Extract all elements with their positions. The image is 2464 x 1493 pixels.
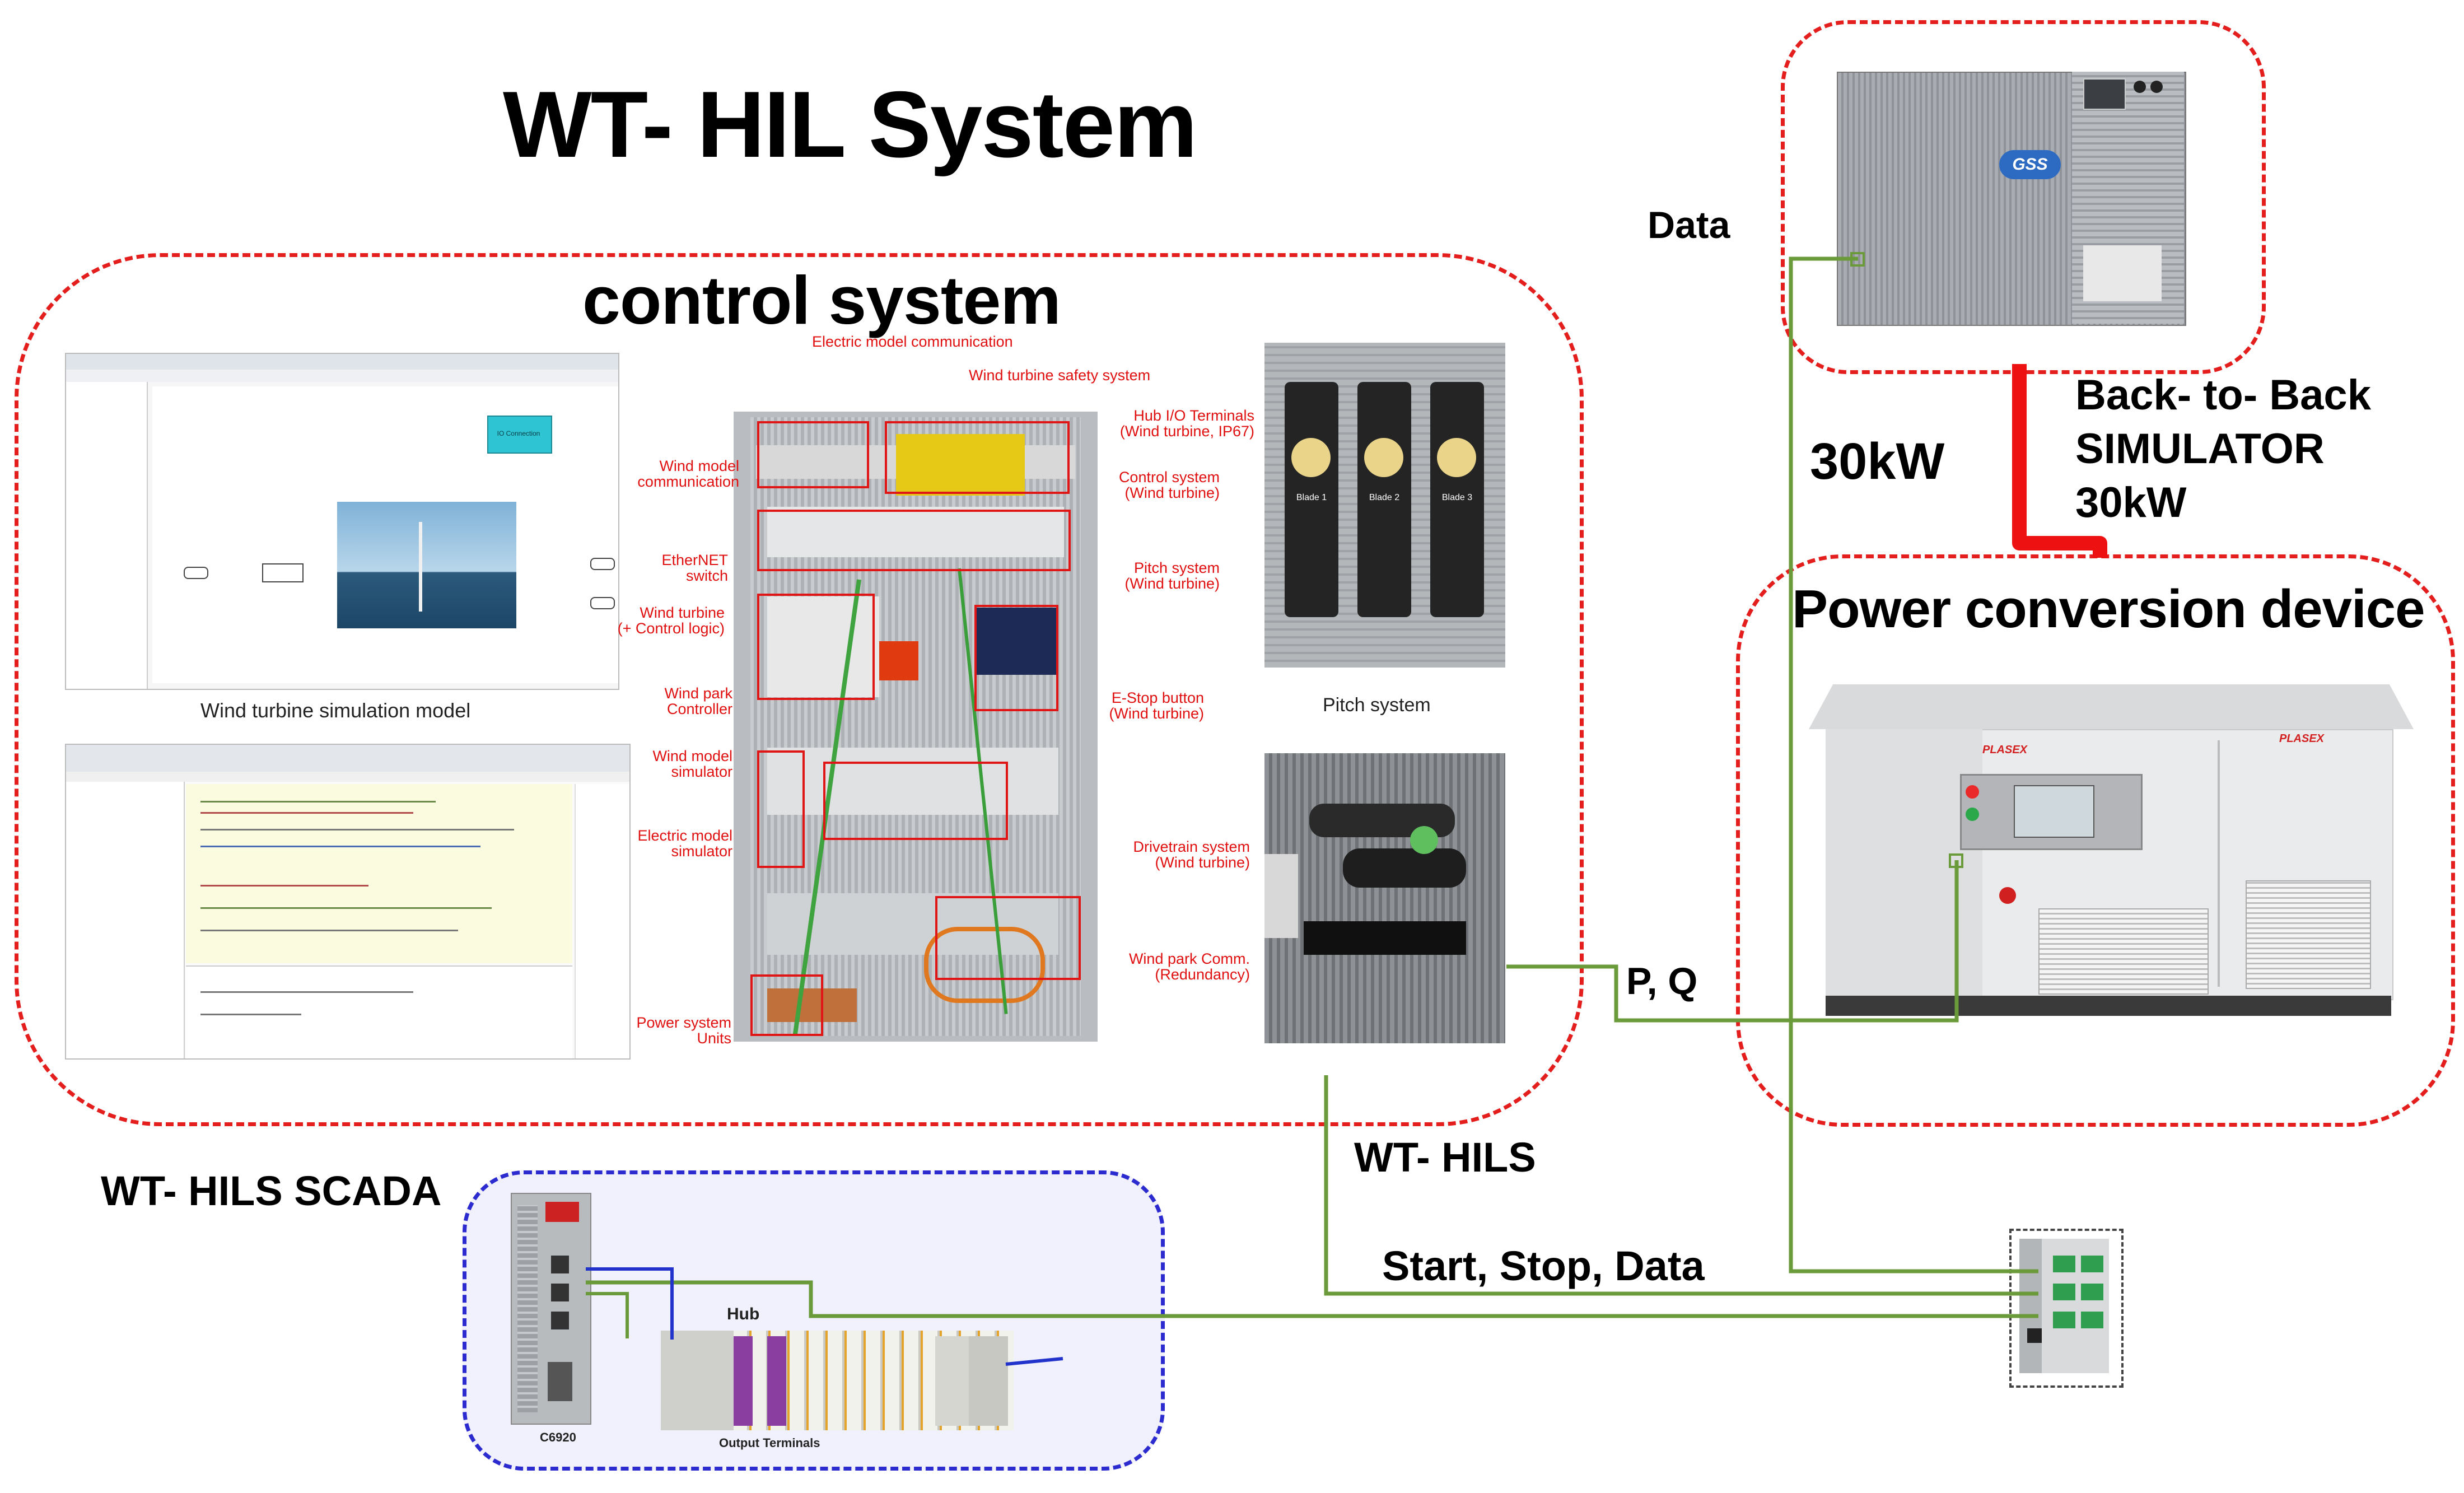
cabinet-highlight-6 <box>757 750 805 868</box>
simulator-data-line <box>1789 256 2038 1273</box>
cabinet-highlight-2 <box>885 421 1070 494</box>
label-electric-model-simulator: Electric model simulator <box>637 827 732 860</box>
plasex-brand-1: PLASEX <box>1982 744 2028 756</box>
label-control-system-wt: Control system (Wind turbine) <box>1118 469 1220 502</box>
wt-hils-line <box>1324 1075 2038 1296</box>
cabinet-highlight-4 <box>757 594 875 700</box>
blade-1-label: Blade 1 <box>1296 493 1327 502</box>
control-system-title: control system <box>582 262 1061 338</box>
data-label: Data <box>1648 204 1730 246</box>
scada-data-line <box>586 1280 2038 1318</box>
back-to-back-label-1: Back- to- Back <box>2075 371 2371 419</box>
network-switch-boundary <box>2009 1229 2124 1388</box>
control-cabinet-photo <box>734 412 1098 1042</box>
pq-line <box>1506 860 1959 1023</box>
power-30kw-label: 30kW <box>1810 433 1945 490</box>
blade-3-label: Blade 3 <box>1441 493 1473 502</box>
output-terminals-caption: Output Terminals <box>719 1436 820 1450</box>
scada-title: WT- HILS SCADA <box>101 1168 442 1214</box>
label-wind-park-controller: Wind park Controller <box>664 685 732 718</box>
cabinet-highlight-7 <box>823 762 1008 840</box>
scada-data-line-2 <box>586 1292 629 1338</box>
label-drivetrain-system: Drivetrain system (Wind turbine) <box>1133 838 1250 871</box>
label-wind-park-comm: Wind park Comm. (Redundancy) <box>1128 950 1250 983</box>
network-switch-device <box>2019 1239 2109 1373</box>
label-e-stop-button: E-Stop button (Wind turbine) <box>1109 689 1204 722</box>
label-wind-model-simulator: Wind model simulator <box>652 748 732 781</box>
simulation-model-caption: Wind turbine simulation model <box>200 699 471 722</box>
label-power-system-units: Power system Units <box>636 1014 731 1047</box>
cabinet-highlight-3 <box>757 510 1071 571</box>
c6920-ipc-device <box>511 1193 591 1425</box>
label-ethernet-switch: EtherNET switch <box>661 552 728 585</box>
scada-ethernet-link <box>586 1267 674 1340</box>
pitch-system-photo: Blade 1 Blade 2 Blade 3 <box>1264 343 1505 668</box>
pitch-system-caption: Pitch system <box>1323 694 1431 716</box>
terminal-ethernet-link <box>1005 1357 1063 1366</box>
c6920-caption: C6920 <box>540 1430 576 1444</box>
label-wind-turbine-control-logic: Wind turbine (+ Control logic) <box>617 604 725 637</box>
drivetrain-photo <box>1264 753 1505 1043</box>
back-to-back-power-line <box>2012 364 2107 558</box>
cabinet-highlight-1 <box>757 421 869 488</box>
control-system-boundary <box>15 253 1584 1126</box>
blade-2-label: Blade 2 <box>1369 493 1400 502</box>
cabinet-highlight-8 <box>935 896 1081 980</box>
label-pitch-system-wt: Pitch system (Wind turbine) <box>1124 559 1220 592</box>
io-terminal-rail <box>661 1331 1014 1430</box>
label-wind-turbine-safety-system: Wind turbine safety system <box>969 367 1151 384</box>
back-to-back-label-2: SIMULATOR <box>2075 425 2325 473</box>
start-stop-data-label: Start, Stop, Data <box>1382 1243 1705 1289</box>
gss-logo: GSS <box>2012 155 2048 174</box>
back-to-back-label-3: 30kW <box>2075 479 2187 526</box>
code-editor-screenshot <box>65 744 631 1060</box>
label-wind-model-communication: Wind model communication <box>637 458 739 491</box>
cabinet-highlight-9 <box>750 974 823 1036</box>
label-electric-model-communication: Electric model communication <box>812 333 1013 350</box>
plasex-brand-2: PLASEX <box>2279 732 2325 745</box>
diagram-title: WT- HIL System <box>503 72 1197 177</box>
power-conversion-cabinet: PLASEX PLASEX <box>1809 684 2414 1020</box>
cabinet-highlight-5 <box>974 605 1058 711</box>
label-hub-io-terminals: Hub I/O Terminals (Wind turbine, IP67) <box>1119 407 1254 440</box>
back-to-back-simulator-device: GSS <box>1837 60 2195 329</box>
hub-caption: Hub <box>727 1305 760 1323</box>
power-conversion-title: Power conversion device <box>1792 579 2425 639</box>
simulink-screenshot: IO Connection <box>65 353 619 690</box>
pq-label: P, Q <box>1626 960 1698 1002</box>
wt-hils-label: WT- HILS <box>1354 1134 1536 1181</box>
